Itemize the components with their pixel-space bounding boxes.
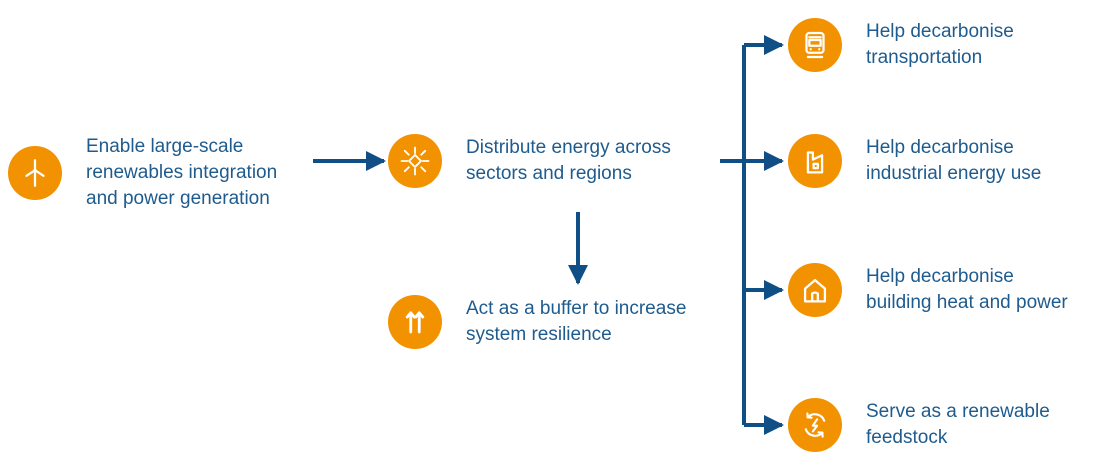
node-building-label: Help decarbonise building heat and power	[866, 264, 1068, 316]
node-distribute-line-1: Distribute energy across	[466, 137, 671, 159]
node-building-line-2: building heat and power	[866, 292, 1068, 313]
node-industry-line-1: Help decarbonise	[866, 137, 1014, 159]
node-enable-line-2: renewables integration	[86, 161, 278, 183]
node-buffer-label: Act as a buffer to increase system resil…	[466, 296, 686, 348]
node-transport-line-2: transportation	[866, 47, 983, 68]
node-distribute-line-2: sectors and regions	[466, 163, 632, 184]
node-decarbonise-industry: Help decarbonise industrial energy use	[788, 134, 1041, 188]
node-industry-label: Help decarbonise industrial energy use	[866, 135, 1041, 187]
node-enable-renewables: Enable large-scale renewables integratio…	[8, 134, 277, 211]
node-enable-label: Enable large-scale renewables integratio…	[86, 134, 277, 211]
factory-icon	[788, 134, 842, 188]
node-transport-line-1: Help decarbonise	[866, 21, 1014, 43]
node-enable-line-3: and power generation	[86, 187, 270, 209]
node-feedstock-line-2: feedstock	[866, 427, 948, 448]
renewable-cycle-icon	[788, 398, 842, 452]
node-industry-line-2: industrial energy use	[866, 163, 1042, 184]
node-building-line-1: Help decarbonise	[866, 266, 1014, 288]
double-arrow-up-icon	[388, 295, 442, 349]
node-buffer-line-2: system resilience	[466, 324, 612, 345]
wind-turbine-icon	[8, 145, 62, 200]
house-icon	[788, 263, 842, 317]
connector-trunk	[720, 45, 746, 425]
node-act-as-buffer: Act as a buffer to increase system resil…	[388, 295, 686, 349]
distribution-network-icon	[388, 134, 442, 188]
node-decarbonise-buildings: Help decarbonise building heat and power	[788, 263, 1068, 317]
node-enable-line-1: Enable large-scale	[86, 136, 244, 157]
node-feedstock-label: Serve as a renewable feedstock	[866, 399, 1050, 451]
node-decarbonise-transportation: Help decarbonise transportation	[788, 18, 1014, 72]
node-distribute-label: Distribute energy across sectors and reg…	[466, 135, 671, 187]
node-renewable-feedstock: Serve as a renewable feedstock	[788, 398, 1050, 452]
node-feedstock-line-1: Serve as a renewable	[866, 401, 1050, 423]
train-icon	[788, 18, 842, 72]
node-transport-label: Help decarbonise transportation	[866, 19, 1014, 71]
node-distribute-energy: Distribute energy across sectors and reg…	[388, 134, 671, 188]
node-buffer-line-1: Act as a buffer to increase	[466, 298, 687, 320]
